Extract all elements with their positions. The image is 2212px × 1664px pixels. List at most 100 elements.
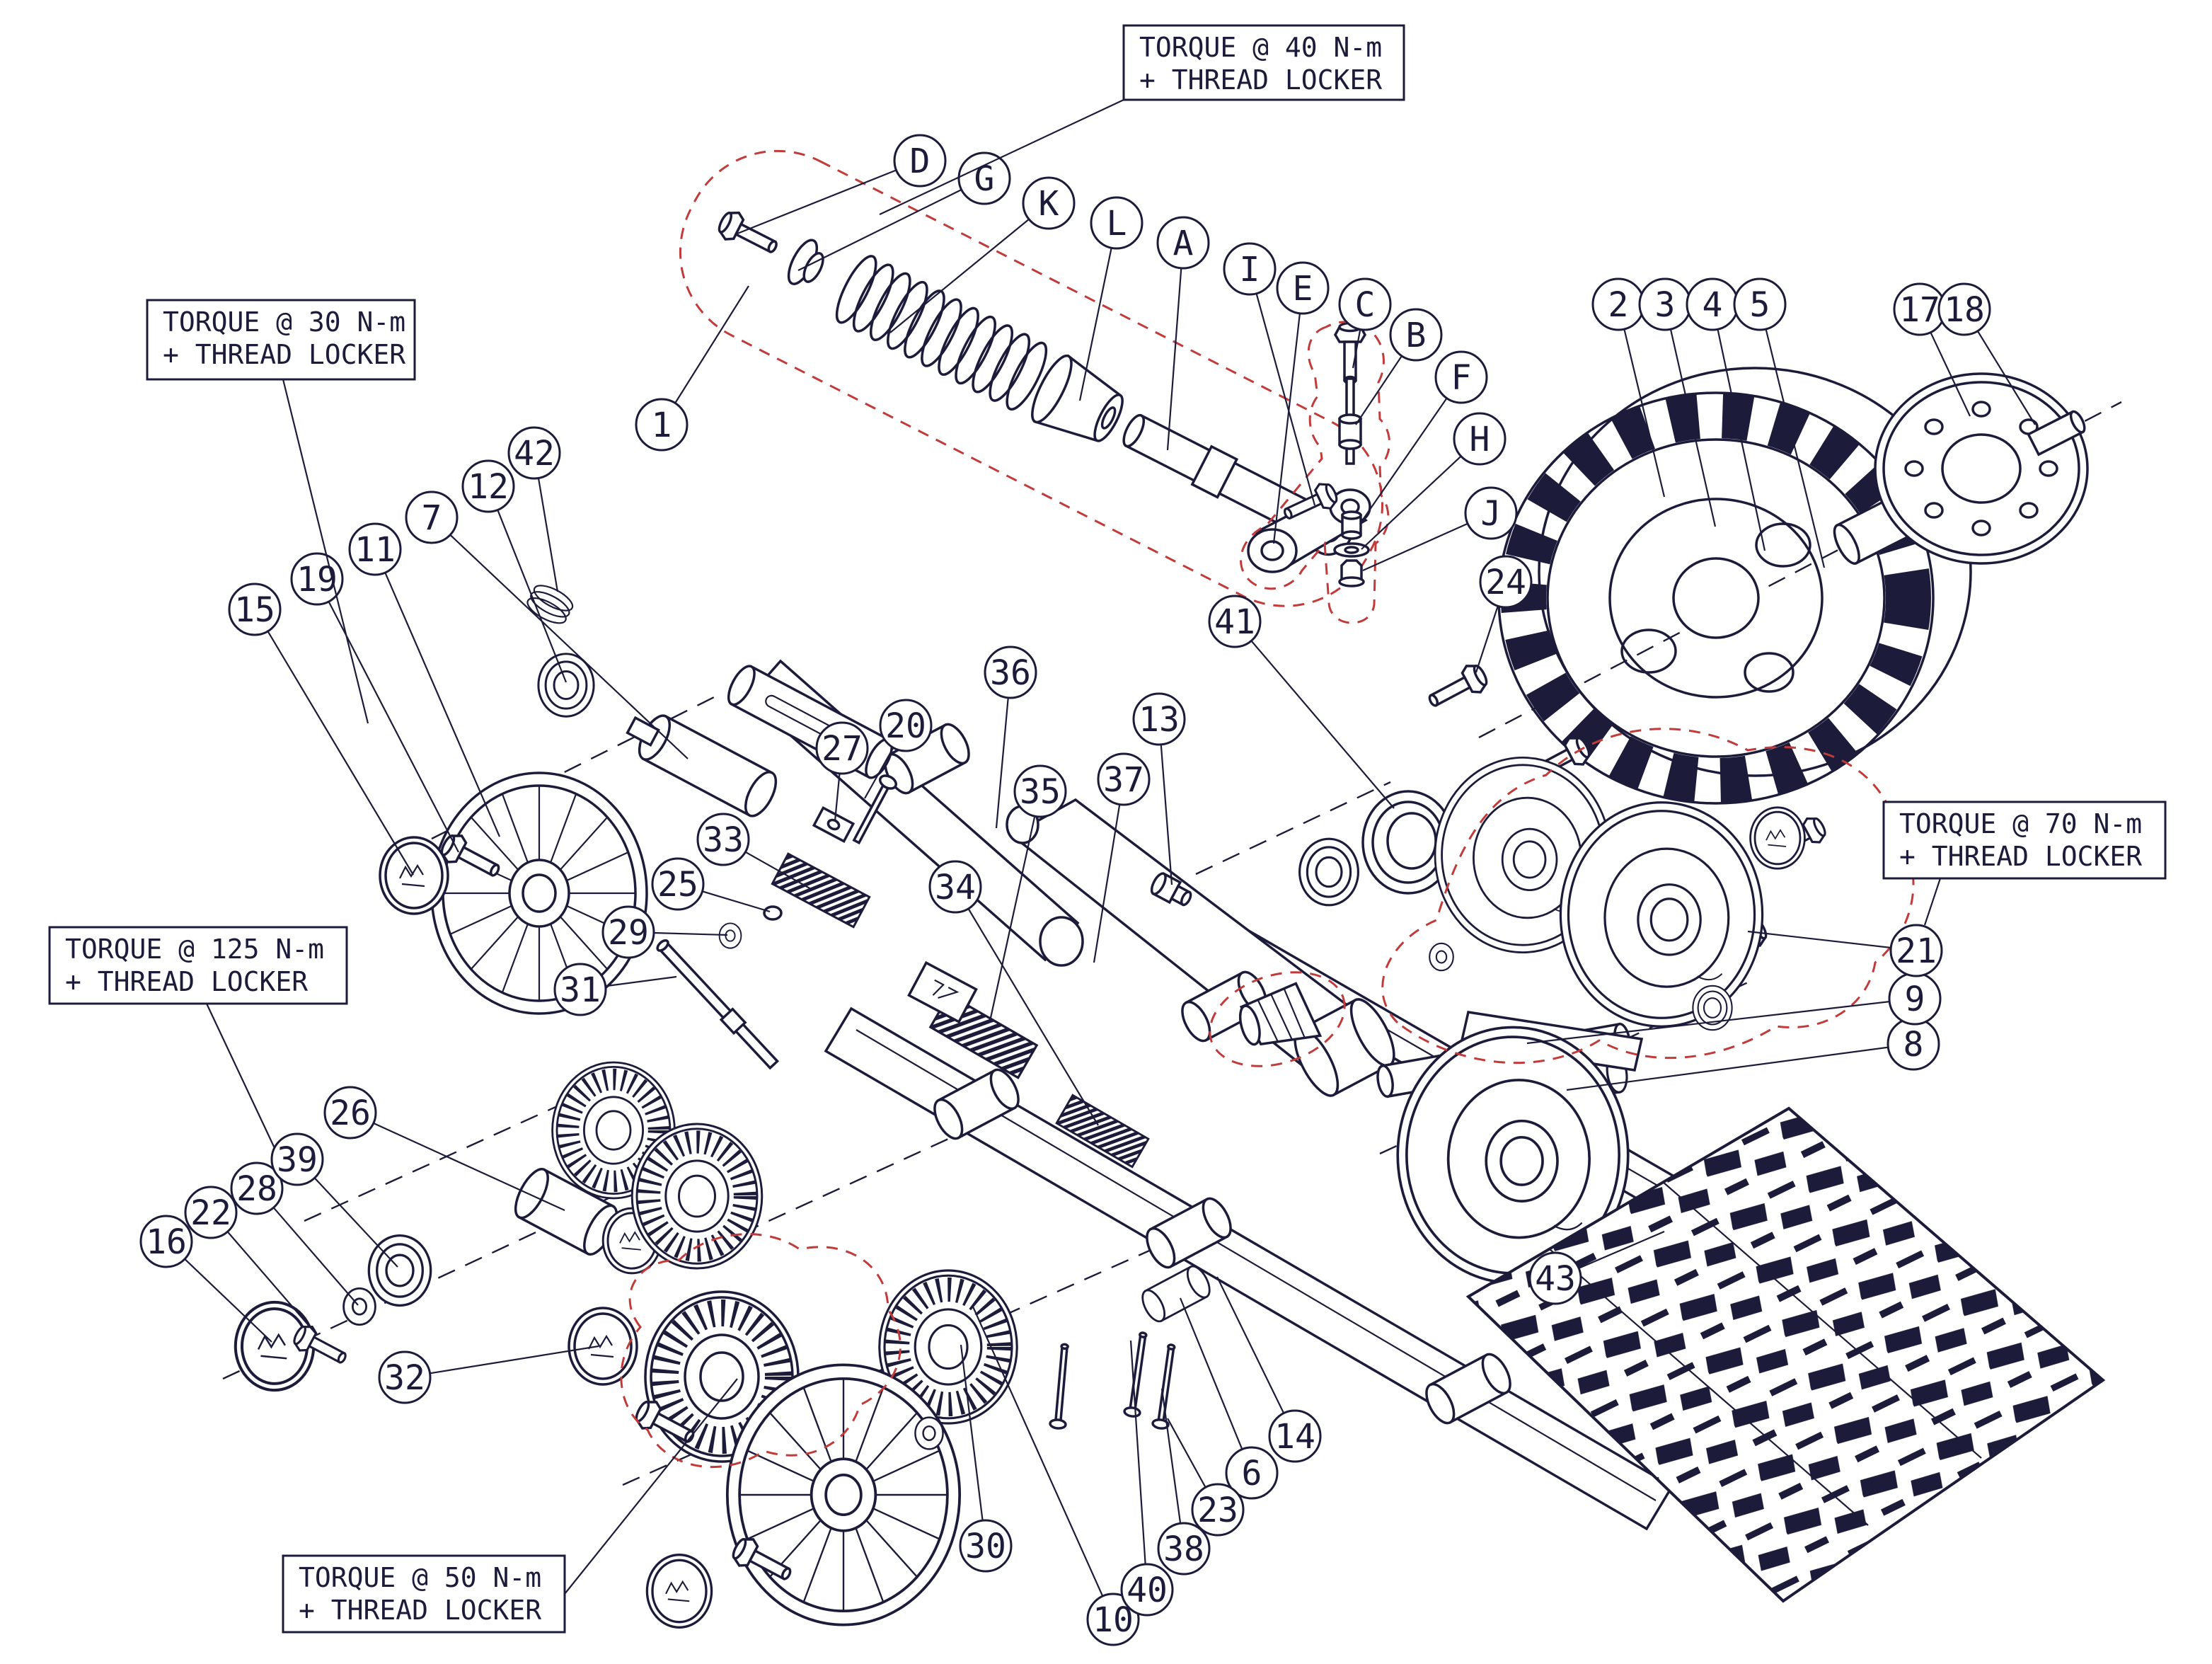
leader-line-28 [272,1207,359,1306]
balloon-17: 17 [1893,282,1971,417]
balloon-label-41: 41 [1214,602,1255,642]
balloon-circle-A [1156,216,1210,270]
bushing-26 [514,1168,618,1256]
balloon-circle-24 [1479,555,1533,609]
balloon-circle-33 [696,813,750,866]
balloon-circle-32 [378,1350,432,1404]
balloon-J: J [1362,486,1518,572]
nut-25 [763,905,783,921]
balloon-label-13: 13 [1139,700,1180,740]
logo-plate [907,960,978,1024]
warning-sticker [1055,1094,1150,1169]
leader-line-20 [864,747,894,799]
leader-line-7 [449,534,689,759]
idler-wheel [1559,801,1764,1028]
balloon-circle-13 [1132,692,1186,746]
balloon-43: 43 [1528,1230,1665,1305]
balloon-H: H [1361,412,1507,550]
leader-line-23 [1167,1418,1206,1488]
leader-line-26 [373,1122,565,1212]
balloon-18: 18 [1937,282,2036,425]
balloon-circle-C [1338,277,1392,331]
hub-cap [645,1554,713,1629]
balloon-circle-G [957,151,1011,205]
balloon-C: C [1338,277,1392,369]
washer [914,1416,944,1450]
leader-line-3 [1669,328,1717,527]
leader-line-18 [1976,331,2036,425]
leader-line-34 [967,908,1099,1126]
splined-cone [1238,982,1323,1046]
leader-line-G [797,188,962,271]
balloon-20: 20 [864,699,933,799]
torque-note-line1-50: TORQUE @ 50 N-m [299,1562,541,1593]
balloon-circle-43 [1528,1251,1582,1305]
leader-line-36 [995,697,1009,829]
balloon-label-40: 40 [1127,1571,1168,1610]
torque-note-box-125 [48,926,348,1005]
balloon-label-8: 8 [1903,1025,1924,1065]
spoked-idler-wheel [430,771,648,1015]
balloon-41: 41 [1208,595,1395,809]
balloon-circle-21 [1889,924,1943,977]
balloon-circle-31 [553,963,607,1016]
leader-line-11 [384,572,501,837]
balloon-label-7: 7 [422,498,442,538]
torque-note-leader-125 [206,1003,275,1149]
balloon-6: 6 [1179,1297,1279,1500]
balloon-A: A [1156,216,1210,451]
balloon-12: 12 [461,459,568,683]
torque-note-box-70 [1882,801,2167,880]
balloon-label-31: 31 [560,970,601,1010]
rod-31 [656,939,780,1070]
shock-bolt-stack [1240,321,1390,624]
axle-block-7 [626,714,778,817]
balloon-circle-I [1223,242,1277,296]
balloon-label-6: 6 [1242,1454,1262,1493]
balloon-label-30: 30 [965,1527,1006,1566]
balloon-I: I [1223,242,1316,506]
balloon-label-18: 18 [1944,290,1985,330]
torque-note-125: TORQUE @ 125 N-m+ THREAD LOCKER [48,926,348,1149]
balloon-label-22: 22 [190,1193,231,1233]
balloon-circle-37 [1097,752,1151,806]
right-wheel-group [1238,757,1806,1285]
balloon-circle-B [1389,308,1443,362]
balloon-circle-35 [1013,764,1067,818]
balloon-circle-39 [270,1132,324,1186]
balloon-33: 33 [696,813,812,890]
balloon-42: 42 [507,426,561,592]
leader-line-14 [1216,1276,1285,1414]
balloon-D: D [737,134,947,235]
balloon-circle-18 [1937,282,1991,336]
torque-note-leader-40 [879,99,1124,215]
balloon-label-1: 1 [652,406,672,445]
balloon-label-43: 43 [1535,1259,1576,1299]
balloon-24: 24 [1475,555,1533,673]
leader-line-5 [1765,328,1826,568]
leader-line-22 [226,1231,316,1334]
balloon-label-14: 14 [1274,1417,1315,1457]
balloon-19: 19 [290,552,459,853]
balloon-label-27: 27 [822,729,863,769]
leader-line-C [1352,329,1361,369]
leader-line-24 [1475,605,1499,673]
balloon-circle-H [1453,412,1507,466]
red-outline-cone [1209,971,1346,1067]
balloon-label-20: 20 [885,706,926,746]
balloon-16: 16 [139,1215,272,1343]
cone-bumper-L [1031,354,1124,442]
balloon-label-19: 19 [296,560,338,599]
balloon-label-34: 34 [935,868,976,907]
red-outline-bottom-wheels [620,1233,901,1469]
balloon-label-37: 37 [1103,760,1144,800]
balloon-11: 11 [348,522,501,837]
balloon-label-3: 3 [1655,285,1676,325]
balloon-label-24: 24 [1485,563,1526,602]
balloon-circle-15 [228,583,282,636]
balloon-label-35: 35 [1020,772,1061,812]
leader-line-19 [328,601,459,853]
balloon-circle-L [1090,196,1144,250]
balloon-label-15: 15 [234,590,275,630]
